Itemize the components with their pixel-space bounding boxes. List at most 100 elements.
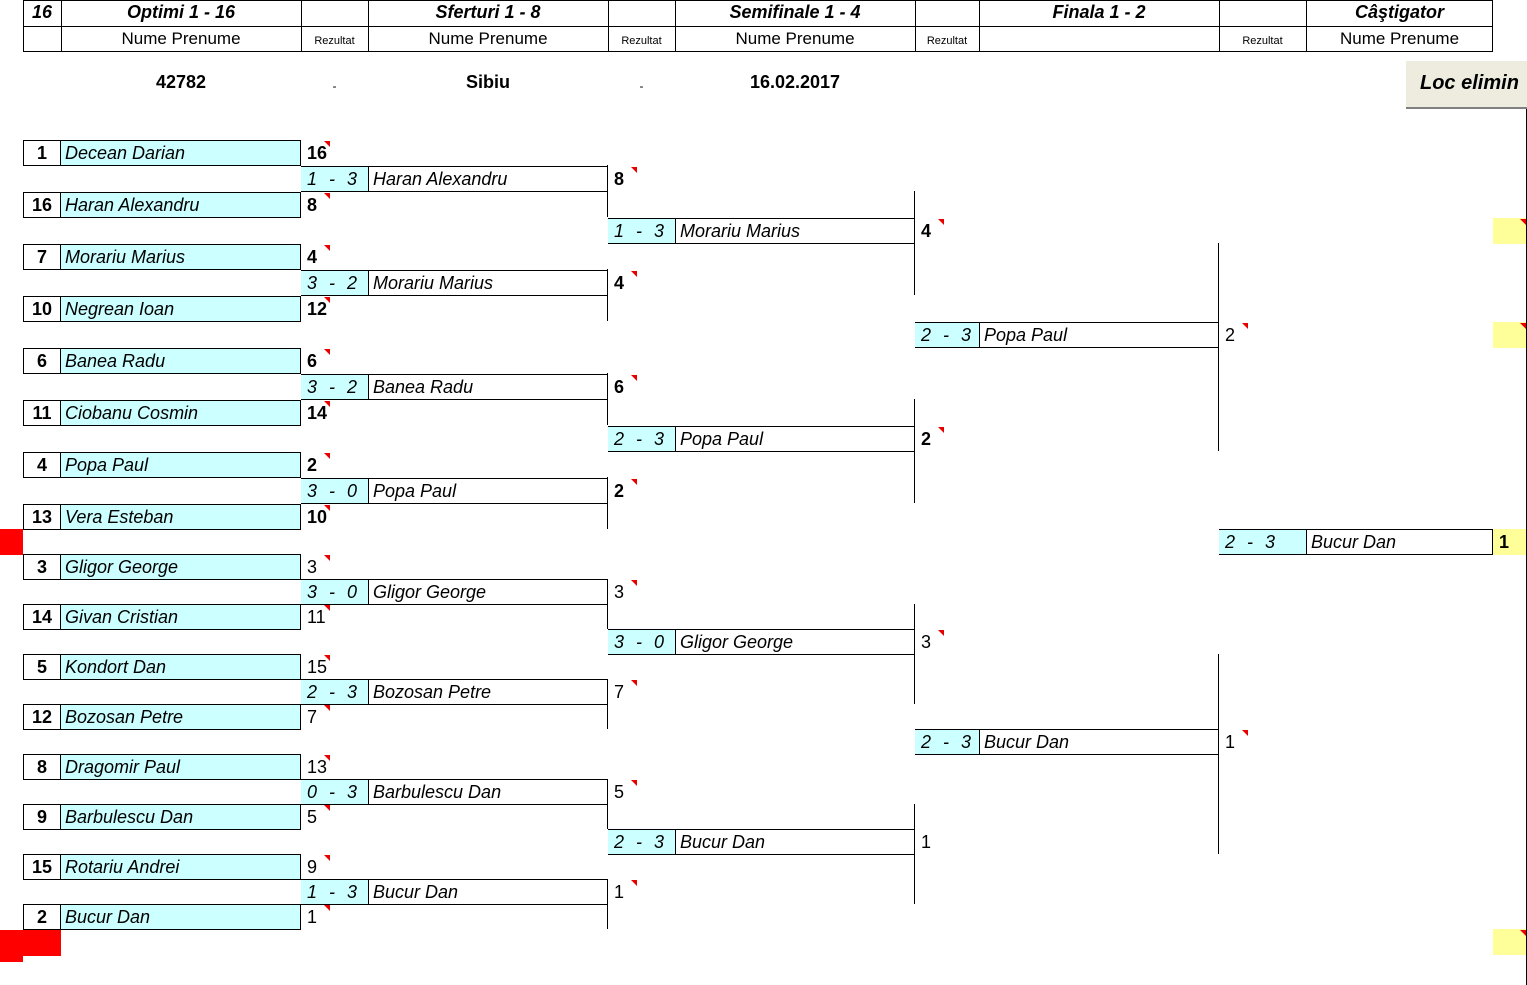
player-name-cell[interactable]: Decean Darian xyxy=(61,140,301,166)
bracket-line xyxy=(607,779,608,829)
score-separator: - xyxy=(636,221,642,241)
match-score[interactable]: 1-3 xyxy=(301,166,368,192)
final-participant[interactable]: Bucur Dan xyxy=(979,729,1219,755)
score-separator: - xyxy=(636,429,642,449)
match-score[interactable]: 2-3 xyxy=(915,729,979,755)
error-cell xyxy=(0,930,61,956)
separator: - xyxy=(639,79,644,93)
match-score[interactable]: 3-0 xyxy=(608,629,675,655)
comment-indicator xyxy=(324,401,330,407)
comment-indicator xyxy=(324,655,330,661)
player-rank: 6 xyxy=(307,351,318,371)
match-score[interactable]: 3-0 xyxy=(301,579,368,605)
match-score[interactable]: 1-3 xyxy=(608,218,675,244)
score-separator: - xyxy=(329,481,335,501)
score-value: 0 xyxy=(654,632,665,652)
bracket-line xyxy=(1218,243,1219,451)
result-column-header: Rezultat xyxy=(621,35,662,47)
player-rank: 12 xyxy=(307,299,328,319)
semifinal-winner[interactable]: Gligor George xyxy=(675,629,915,655)
comment-indicator xyxy=(324,555,330,561)
final-participant[interactable]: Popa Paul xyxy=(979,322,1219,348)
bracket-line xyxy=(607,373,608,425)
loc-eliminare-button[interactable]: Loc elimin xyxy=(1406,61,1527,109)
score-separator: - xyxy=(329,882,335,902)
semifinal-winner[interactable]: Popa Paul xyxy=(675,426,915,452)
player-name-cell[interactable]: Banea Radu xyxy=(61,348,301,374)
score-value: 3 xyxy=(961,325,972,345)
match-score[interactable]: 1-3 xyxy=(301,879,368,905)
comment-indicator xyxy=(324,453,330,459)
player-name-cell[interactable]: Dragomir Paul xyxy=(61,754,301,780)
score-value: 3 xyxy=(1265,532,1276,552)
match-score[interactable]: 2-3 xyxy=(608,426,675,452)
semifinal-winner[interactable]: Bucur Dan xyxy=(675,829,915,855)
player-rank: 2 xyxy=(307,455,318,475)
round-title: Semifinale 1 - 4 xyxy=(729,2,861,22)
match-score[interactable]: 3-2 xyxy=(301,374,368,400)
bracket-line xyxy=(914,191,915,295)
comment-indicator xyxy=(1520,219,1526,225)
player-name-cell[interactable]: Haran Alexandru xyxy=(61,192,301,218)
name-column-header: Nume Prenume xyxy=(735,29,855,48)
match-score[interactable]: 3-2 xyxy=(301,270,368,296)
match-score[interactable]: 2-3 xyxy=(301,679,368,705)
score-separator: - xyxy=(636,832,642,852)
tournament-date: 16.02.2017 xyxy=(749,72,841,92)
score-value: 2 xyxy=(347,273,358,293)
player-name-cell[interactable]: Negrean Ioan xyxy=(61,296,301,322)
player-rank: 4 xyxy=(307,247,318,267)
quarterfinal-winner[interactable]: Popa Paul xyxy=(368,478,608,504)
player-name-cell[interactable]: Kondort Dan xyxy=(61,654,301,680)
round-title: Finala 1 - 2 xyxy=(1052,2,1146,22)
quarterfinal-winner[interactable]: Bucur Dan xyxy=(368,879,608,905)
winner-rank: 2 xyxy=(614,481,625,501)
champion-name[interactable]: Bucur Dan xyxy=(1306,529,1493,555)
player-rank: 13 xyxy=(307,757,328,777)
player-name-cell[interactable]: Bozosan Petre xyxy=(61,704,301,730)
player-name-cell[interactable]: Ciobanu Cosmin xyxy=(61,400,301,426)
score-value: 2 xyxy=(307,682,318,702)
semifinal-winner[interactable]: Morariu Marius xyxy=(675,218,915,244)
bracket-line xyxy=(608,0,609,52)
player-name-cell[interactable]: Barbulescu Dan xyxy=(61,804,301,830)
player-name-cell[interactable]: Popa Paul xyxy=(61,452,301,478)
quarterfinal-winner[interactable]: Haran Alexandru xyxy=(368,166,608,192)
match-score[interactable]: 3-0 xyxy=(301,478,368,504)
separator: - xyxy=(332,79,337,93)
winner-rank: 3 xyxy=(614,582,625,602)
player-name-cell[interactable]: Vera Esteban xyxy=(61,504,301,530)
match-score[interactable]: 2-3 xyxy=(915,322,979,348)
error-cell xyxy=(0,529,23,555)
name-column-header: Nume Prenume xyxy=(1339,29,1460,48)
player-name-cell[interactable]: Bucur Dan xyxy=(61,904,301,930)
bracket-line xyxy=(1219,0,1220,52)
player-seed: 12 xyxy=(23,704,61,730)
player-name-cell[interactable]: Gligor George xyxy=(61,554,301,580)
winner-rank: 2 xyxy=(1225,325,1236,345)
player-name-cell[interactable]: Morariu Marius xyxy=(61,244,301,270)
player-name-cell[interactable]: Rotariu Andrei xyxy=(61,854,301,880)
score-separator: - xyxy=(1247,532,1253,552)
comment-indicator xyxy=(631,271,637,277)
quarterfinal-winner[interactable]: Bozosan Petre xyxy=(368,679,608,705)
score-value: 2 xyxy=(614,832,625,852)
score-value: 3 xyxy=(654,429,665,449)
player-name-cell[interactable]: Givan Cristian xyxy=(61,604,301,630)
bracket-size: 16 xyxy=(31,2,53,22)
quarterfinal-winner[interactable]: Banea Radu xyxy=(368,374,608,400)
quarterfinal-winner[interactable]: Gligor George xyxy=(368,579,608,605)
match-score[interactable]: 2-3 xyxy=(1219,529,1306,555)
match-score[interactable]: 0-3 xyxy=(301,779,368,805)
comment-indicator xyxy=(1242,730,1248,736)
winner-rank: 6 xyxy=(614,377,625,397)
result-column-header: Rezultat xyxy=(314,35,355,47)
result-column-header: Rezultat xyxy=(1242,35,1283,47)
match-score[interactable]: 2-3 xyxy=(608,829,675,855)
bracket-line xyxy=(607,269,608,321)
score-separator: - xyxy=(329,682,335,702)
quarterfinal-winner[interactable]: Barbulescu Dan xyxy=(368,779,608,805)
score-separator: - xyxy=(329,582,335,602)
quarterfinal-winner[interactable]: Morariu Marius xyxy=(368,270,608,296)
bracket-line xyxy=(675,0,676,52)
